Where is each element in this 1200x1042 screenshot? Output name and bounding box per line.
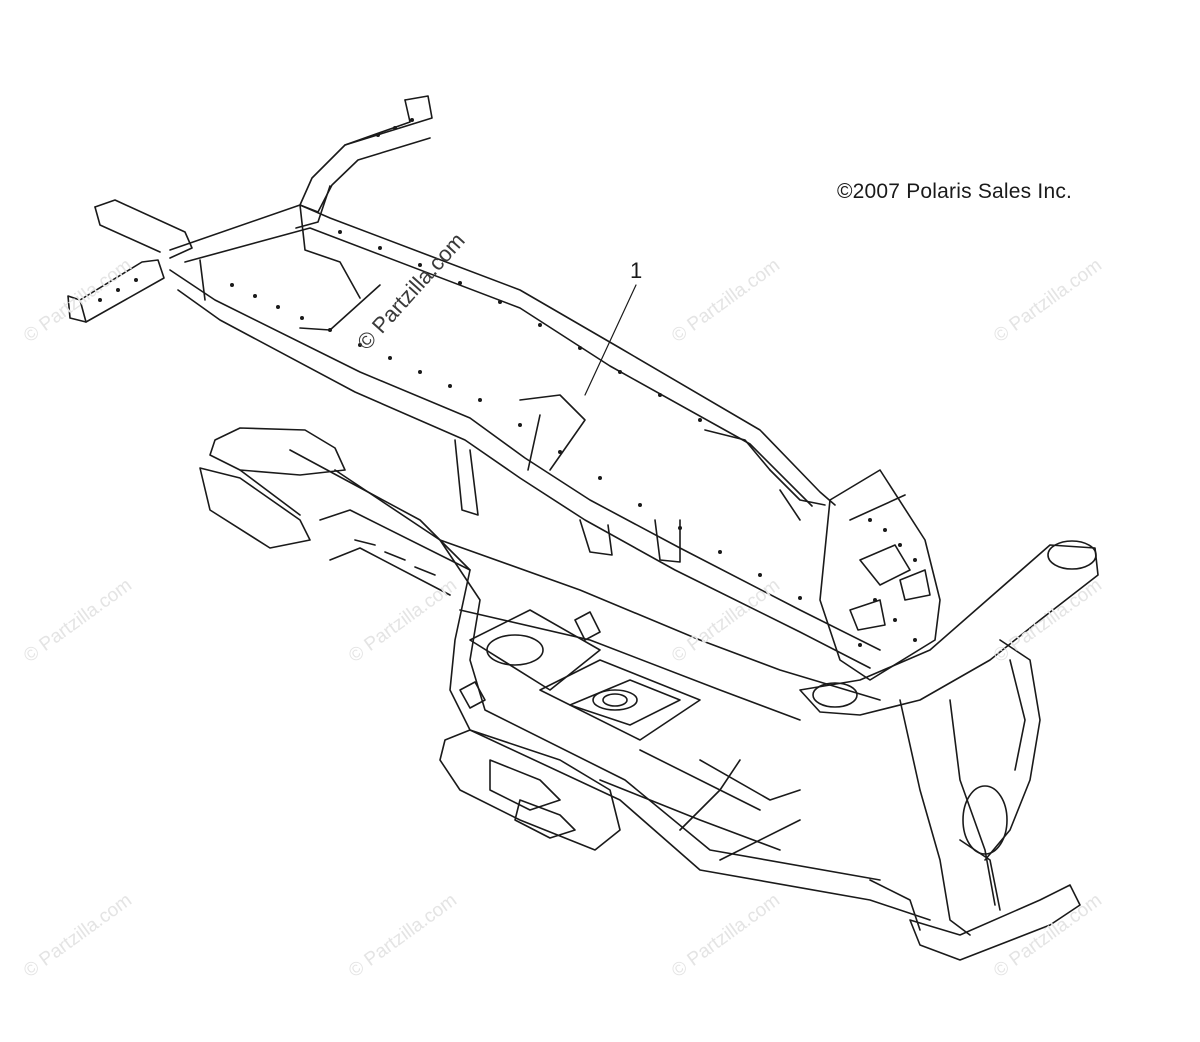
copyright-notice: ©2007 Polaris Sales Inc. (837, 180, 1073, 203)
callout-label-1: 1 (630, 258, 643, 283)
lower-chassis (199, 427, 931, 921)
bolt-holes (98, 118, 917, 647)
upper-frame-rails (67, 95, 881, 669)
callout-leader-line (584, 284, 637, 396)
rear-tower (799, 469, 1099, 961)
